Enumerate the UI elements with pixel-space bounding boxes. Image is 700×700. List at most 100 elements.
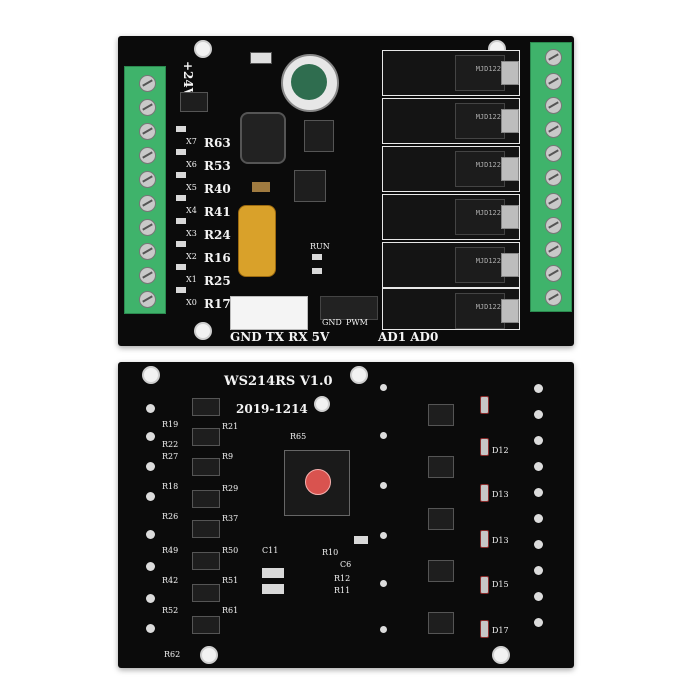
- ref-label: R18: [162, 482, 179, 491]
- mount-hole: [314, 396, 330, 412]
- solder-pad: [146, 462, 155, 471]
- ref-label: R26: [162, 512, 179, 521]
- optocoupler-ic: [192, 490, 220, 508]
- crystal: [262, 568, 284, 578]
- connector-label: GND TX RX 5V: [230, 330, 330, 344]
- optocoupler-ic: [192, 458, 220, 476]
- solder-pad: [534, 592, 543, 601]
- resistor-label: R24: [204, 228, 231, 242]
- optocoupler-ic: [192, 552, 220, 570]
- via: [380, 384, 387, 391]
- via: [380, 432, 387, 439]
- ref-label: R49: [162, 546, 179, 555]
- solder-pad: [146, 530, 155, 539]
- output-channel: MJD122: [382, 242, 520, 288]
- output-channel: MJD122: [382, 146, 520, 192]
- ref-label: R62: [164, 650, 181, 659]
- smd-resistor: [176, 126, 186, 132]
- ref-label: R22: [162, 440, 179, 449]
- resistor-label: R16: [204, 251, 231, 265]
- via: [380, 580, 387, 587]
- mount-hole: [350, 366, 368, 384]
- date-code: 2019-1214: [236, 402, 308, 416]
- mount-hole: [142, 366, 160, 384]
- indicator-led: [480, 396, 489, 414]
- res-label: R12: [334, 574, 351, 583]
- input-label: X2: [186, 252, 197, 261]
- driver-ic: [428, 508, 454, 530]
- driver-ic: [428, 404, 454, 426]
- regulator-ic: [304, 120, 334, 152]
- optocoupler-ic: [192, 398, 220, 416]
- smd-part: [250, 52, 272, 64]
- diode-smd: [180, 92, 208, 112]
- solder-pad: [146, 624, 155, 633]
- ref-label: R42: [162, 576, 179, 585]
- solder-pad: [534, 488, 543, 497]
- resistor-label: R63: [204, 136, 231, 150]
- output-channel: MJD122: [382, 288, 520, 330]
- led: [312, 254, 322, 260]
- res-label: R65: [290, 432, 307, 441]
- cap-label: C6: [340, 560, 352, 569]
- ref-label: D13: [492, 536, 509, 545]
- input-label: X6: [186, 160, 197, 169]
- res-label: R11: [334, 586, 351, 595]
- solder-pad: [534, 514, 543, 523]
- electrolytic-capacitor: [281, 54, 339, 112]
- led: [312, 268, 322, 274]
- polyimide-tape-component: [238, 205, 276, 277]
- resistor-label: R41: [204, 205, 231, 219]
- ref-label: D17: [492, 626, 509, 635]
- input-label: X4: [186, 206, 197, 215]
- solder-pad: [146, 432, 155, 441]
- optocoupler-ic: [192, 428, 220, 446]
- solder-pad: [534, 462, 543, 471]
- run-label: RUN: [310, 242, 330, 251]
- solder-pad: [534, 436, 543, 445]
- via: [380, 626, 387, 633]
- optocoupler-ic: [192, 616, 220, 634]
- optocoupler-ic: [192, 520, 220, 538]
- smd-resistor: [176, 287, 186, 293]
- output-channel: MJD122: [382, 50, 520, 96]
- mount-hole: [492, 646, 510, 664]
- indicator-led: [480, 576, 489, 594]
- mount-hole: [194, 40, 212, 58]
- solder-pad: [146, 562, 155, 571]
- output-channel: MJD122: [382, 98, 520, 144]
- input-label: X1: [186, 275, 197, 284]
- ad-label: AD1 AD0: [378, 330, 439, 344]
- smd-resistor: [176, 195, 186, 201]
- inductor: [240, 112, 286, 164]
- solder-pad: [534, 410, 543, 419]
- board-title: WS214RS V1.0: [224, 374, 333, 389]
- ref-label: R37: [222, 514, 239, 523]
- resistor-label: R53: [204, 159, 231, 173]
- solder-pad: [146, 404, 155, 413]
- smd-resistor: [176, 149, 186, 155]
- ref-label: R19: [162, 420, 179, 429]
- mount-hole: [200, 646, 218, 664]
- smd-resistor: [176, 241, 186, 247]
- solder-pad: [146, 594, 155, 603]
- ref-label: R27: [162, 452, 179, 461]
- smd-resistor: [176, 264, 186, 270]
- solder-pad: [534, 384, 543, 393]
- resistor-label: R17: [204, 297, 231, 311]
- ref-label: R51: [222, 576, 239, 585]
- terminal-block-left: [124, 66, 166, 314]
- res-label: R10: [322, 548, 339, 557]
- indicator-led: [480, 438, 489, 456]
- ref-label: R9: [222, 452, 234, 461]
- crystal: [262, 584, 284, 594]
- ref-label: R52: [162, 606, 179, 615]
- input-label: X0: [186, 298, 197, 307]
- smd-resistor: [176, 218, 186, 224]
- output-channel: MJD122: [382, 194, 520, 240]
- ref-label: D15: [492, 580, 509, 589]
- smd-resistor: [176, 172, 186, 178]
- ref-label: R50: [222, 546, 239, 555]
- jst-connector: [230, 296, 308, 330]
- indicator-led: [480, 620, 489, 638]
